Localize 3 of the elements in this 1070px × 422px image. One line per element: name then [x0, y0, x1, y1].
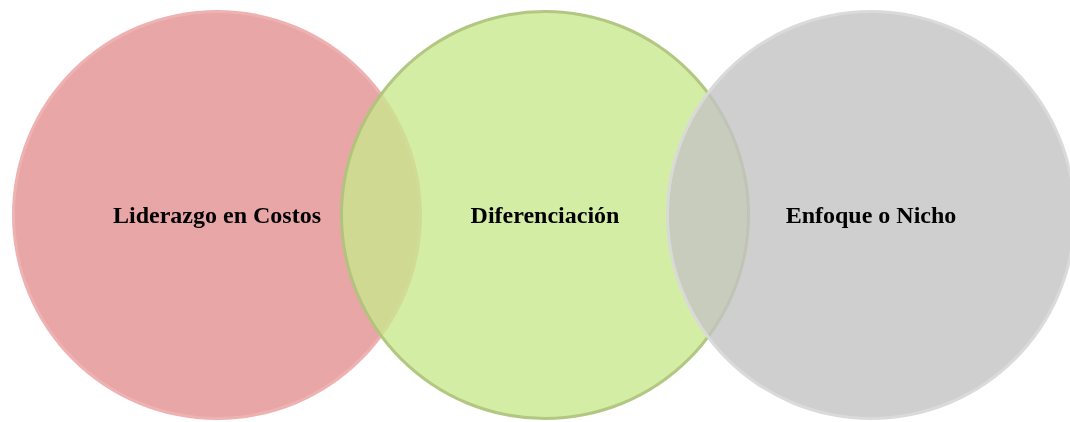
circle-label: Liderazgo en Costos — [113, 201, 321, 229]
circle-label: Enfoque o Nicho — [785, 201, 957, 229]
circle-label: Diferenciación — [470, 201, 620, 229]
